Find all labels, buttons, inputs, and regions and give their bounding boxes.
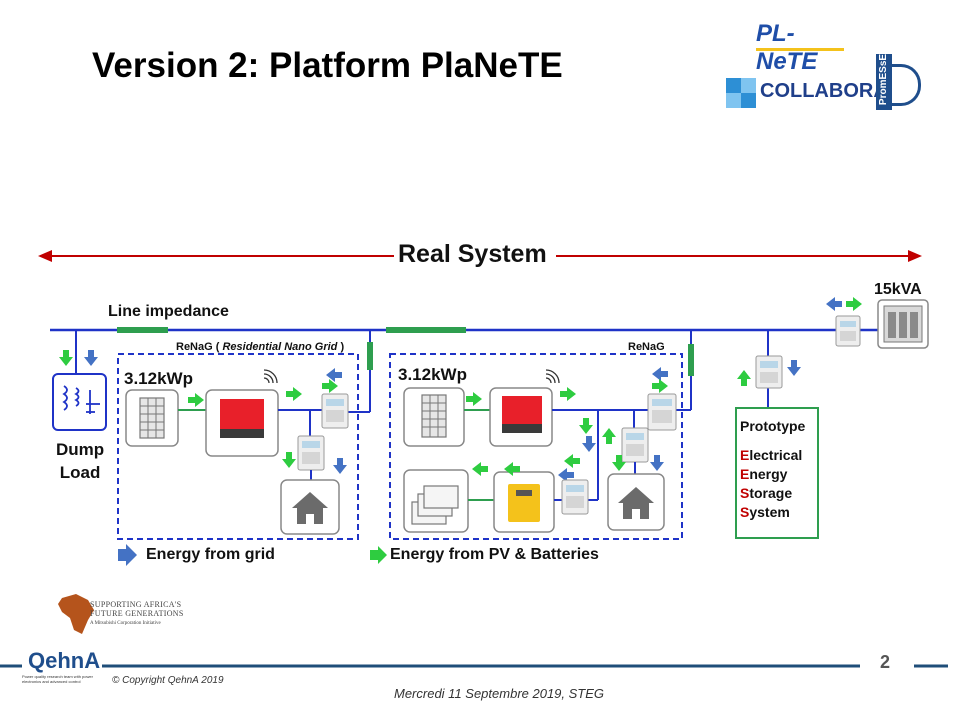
africa-logo: SUPPORTING AFRICA'S FUTURE GENERATIONS A… (90, 600, 184, 626)
house-icon-left (280, 479, 340, 535)
legend-pv-label: Energy from PV & Batteries (390, 546, 599, 563)
africa-map-icon (58, 594, 94, 634)
real-system-arrow (38, 250, 922, 262)
prototype-line: Energy (740, 466, 788, 482)
prototype-line: Storage (740, 485, 793, 501)
renag-right-label: ReNaG (628, 341, 665, 353)
meter-source (835, 315, 861, 347)
pv-panel-right (403, 387, 465, 447)
meter-right-1 (647, 393, 677, 431)
source-rating-label: 15kVA (874, 281, 922, 298)
page-title: Version 2: Platform PlaNeTE (92, 46, 563, 85)
wifi-icon-right (545, 369, 560, 384)
prototype-title: Prototype (740, 418, 806, 434)
flow-arrow-grid-down (650, 455, 664, 471)
planete-logo: PL-NeTE (752, 20, 848, 75)
flow-arrow-pv-right (286, 387, 302, 401)
prototype-line: Electrical (740, 447, 803, 463)
battery-inverter-icon (493, 471, 555, 533)
dump-load-label: Dump Load (56, 440, 105, 482)
flow-arrow-pv-up (737, 370, 751, 386)
line-impedance-2 (386, 327, 466, 333)
flow-arrow-pv-right (188, 393, 204, 407)
promese-logo: PromESsE (876, 54, 921, 110)
flow-arrow-pv-down (612, 455, 626, 471)
flow-arrow-grid-left (326, 368, 342, 382)
planete-logo-text: PL-NeTE (756, 20, 818, 75)
legend-arrow-grid (118, 544, 137, 566)
house-icon-right (607, 473, 665, 531)
prototype-text: Prototype Electrical Energy Storage Syst… (740, 417, 805, 522)
qehna-logo-text: QehnA (28, 648, 101, 673)
renag-left-label: ReNaG ( Residential Nano Grid ) (176, 341, 345, 353)
flow-arrow-pv-left (472, 462, 488, 476)
flow-arrow-grid-left (558, 468, 574, 482)
wifi-icon-left (263, 369, 278, 384)
meter-prototype (755, 355, 783, 389)
collabora-logo: COLLABORA (726, 78, 888, 108)
prototype-line: System (740, 504, 790, 520)
pv-power-left: 3.12kWp (124, 369, 193, 388)
line-impedance-1 (117, 327, 168, 333)
flow-arrow-grid-left (652, 367, 668, 381)
flow-arrow-grid-down (582, 436, 596, 452)
inverter-right (489, 387, 553, 447)
line-impedance-label: Line impedance (108, 303, 229, 320)
meter-right-2 (621, 427, 649, 463)
flow-arrow-pv-down (282, 452, 296, 468)
line-impedance-4 (688, 344, 694, 376)
flow-arrow-grid-left (826, 297, 842, 311)
footer-date: Mercredi 11 Septembre 2019, STEG (394, 686, 605, 701)
flow-arrow-pv-down (59, 350, 73, 366)
flow-arrow-pv-left (504, 462, 520, 476)
prototype-box (735, 407, 819, 539)
dump-load-icon (52, 373, 107, 431)
meter-left-2 (297, 435, 325, 471)
pv-panel-left (125, 389, 179, 447)
flow-arrow-pv-right (652, 379, 668, 393)
line-impedance-3 (367, 342, 373, 370)
flow-arrow-grid-down (84, 350, 98, 366)
flow-arrow-pv-right (846, 297, 862, 311)
battery-bank-icon (403, 469, 469, 533)
renag-right-box (389, 353, 683, 540)
flow-arrow-pv-right (466, 392, 482, 406)
renag-left-box (117, 353, 359, 540)
flow-arrow-grid-down (333, 458, 347, 474)
flow-arrow-grid-down (787, 360, 801, 376)
copyright-text: © Copyright QehnA 2019 (112, 675, 224, 686)
real-system-label: Real System (398, 240, 547, 268)
legend-grid-label: Energy from grid (146, 546, 275, 563)
collabora-logo-text: COLLABORA (760, 80, 888, 102)
meter-left-1 (321, 393, 349, 429)
flow-arrow-pv-down (579, 418, 593, 434)
flow-arrow-pv-right (560, 387, 576, 401)
inverter-left (205, 389, 279, 457)
meter-right-3 (561, 479, 589, 515)
qehna-tagline: Power quality research team with power e… (22, 674, 93, 684)
flow-arrow-pv-right (322, 379, 338, 393)
signal-rings-icon (890, 64, 921, 106)
source-transformer-icon (877, 299, 929, 349)
pv-power-right: 3.12kWp (398, 365, 467, 384)
page-number: 2 (880, 652, 891, 672)
flow-arrow-pv-left (564, 454, 580, 468)
flow-arrow-pv-up (602, 428, 616, 444)
legend-arrow-pv (370, 546, 387, 564)
qehna-logo: QehnA Power quality research team with p… (22, 648, 102, 688)
